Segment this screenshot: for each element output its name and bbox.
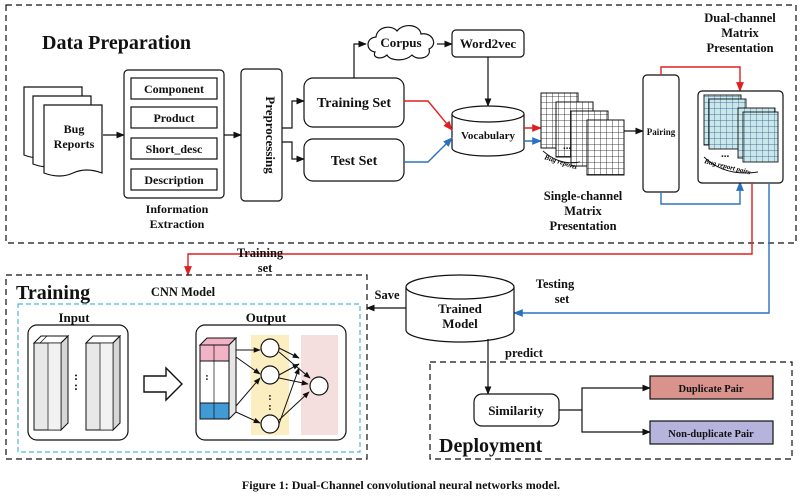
figure-caption: Figure 1: Dual-Channel convolutional neu… bbox=[242, 478, 560, 492]
information-extraction-label-1: Information bbox=[146, 202, 209, 216]
testing-set-flow-label-2: set bbox=[555, 292, 570, 306]
svg-text:Description: Description bbox=[144, 173, 204, 187]
blue-arrow-pairing-to-dual bbox=[660, 181, 744, 205]
red-arrow-training-set bbox=[184, 183, 753, 276]
svg-text::: : bbox=[74, 379, 78, 393]
output-node bbox=[309, 376, 329, 396]
predict-label: predict bbox=[505, 346, 544, 360]
svg-text:Product: Product bbox=[153, 111, 194, 125]
input-matrix-left bbox=[32, 334, 70, 432]
input-dots: : bbox=[74, 369, 78, 383]
field-component: Component bbox=[130, 77, 218, 100]
information-extraction-label-2: Extraction bbox=[150, 217, 205, 231]
svg-text::: : bbox=[268, 391, 272, 403]
svg-text:Corpus: Corpus bbox=[380, 35, 421, 50]
single-channel-label-3: Presentation bbox=[549, 219, 616, 233]
svg-text:Short_desc: Short_desc bbox=[146, 142, 203, 156]
dual-channel-label-1: Dual-channel bbox=[704, 11, 776, 25]
single-channel-label-1: Single-channel bbox=[544, 189, 623, 203]
bug-reports-stack: Bug Reports bbox=[23, 86, 103, 177]
deployment-panel bbox=[429, 361, 793, 460]
corpus-cloud: Corpus bbox=[367, 25, 435, 61]
svg-text::: : bbox=[205, 371, 209, 383]
preprocessing-box bbox=[240, 68, 283, 202]
arrow-to-training-set bbox=[282, 97, 305, 129]
input-label: Input bbox=[58, 310, 90, 325]
hidden-node bbox=[260, 338, 280, 358]
red-arrow-pairing-to-dual bbox=[660, 66, 744, 92]
trained-model-label-1: Trained bbox=[438, 301, 483, 316]
single-channel-label-2: Matrix bbox=[564, 204, 602, 218]
training-panel bbox=[5, 274, 368, 460]
save-label: Save bbox=[375, 288, 400, 302]
data-preparation-title: Data Preparation bbox=[42, 32, 191, 54]
blue-arrow-testing-set bbox=[513, 183, 770, 317]
pairing-label: Pairing bbox=[647, 127, 676, 137]
non-duplicate-pair-box bbox=[649, 420, 774, 445]
non-duplicate-pair-label: Non-duplicate Pair bbox=[668, 429, 754, 440]
field-product: Product bbox=[130, 106, 218, 129]
information-extraction-box bbox=[123, 69, 225, 199]
svg-text:Vocabulary: Vocabulary bbox=[461, 130, 515, 142]
bug-reports-label-1: Bug bbox=[64, 122, 85, 136]
bug-reports-label-2: Reports bbox=[54, 137, 95, 151]
transform-arrow-icon bbox=[143, 366, 183, 402]
deployment-title: Deployment bbox=[439, 435, 543, 457]
arrow-to-test-set bbox=[282, 141, 305, 163]
duplicate-pair-label: Duplicate Pair bbox=[678, 384, 743, 395]
training-set-flow-label-2: set bbox=[258, 261, 273, 275]
similarity-label: Similarity bbox=[488, 403, 544, 418]
training-set-label: Training Set bbox=[317, 96, 391, 111]
field-short-desc: Short_desc bbox=[130, 137, 218, 160]
trained-model-label-2: Model bbox=[442, 316, 478, 331]
arrow-to-corpus bbox=[353, 40, 367, 78]
output-label: Output bbox=[246, 310, 287, 325]
trained-model-database: Trained Model bbox=[405, 274, 515, 343]
dual-channel-label-2: Matrix bbox=[721, 26, 759, 40]
red-arrow-training-to-vocabulary bbox=[404, 100, 453, 131]
network-connections bbox=[235, 347, 311, 425]
word2vec-label: Word2vec bbox=[460, 36, 517, 51]
vocabulary-database: Vocabulary bbox=[451, 105, 525, 157]
single-channel-dots: ... bbox=[563, 140, 572, 152]
input-matrix-right bbox=[84, 334, 122, 432]
test-set-label: Test Set bbox=[331, 154, 378, 169]
single-channel-matrices: ... Bug reports bbox=[540, 92, 625, 176]
blue-arrow-test-to-vocabulary bbox=[404, 137, 453, 163]
test-set-box bbox=[303, 138, 405, 182]
hidden-node bbox=[260, 414, 280, 434]
field-description: Description bbox=[130, 168, 218, 191]
svg-text:Component: Component bbox=[144, 82, 204, 96]
training-set-flow-label-1: Training bbox=[237, 246, 284, 260]
training-title: Training bbox=[16, 282, 90, 304]
testing-set-flow-label-1: Testing bbox=[536, 277, 575, 291]
svg-text::: : bbox=[268, 401, 272, 413]
dual-channel-label-3: Presentation bbox=[706, 41, 773, 55]
cnn-model-panel bbox=[17, 303, 361, 453]
arrow-to-duplicate bbox=[559, 384, 651, 411]
duplicate-pair-box bbox=[649, 375, 774, 400]
dual-channel-dots: ... bbox=[721, 148, 730, 160]
preprocessing-label: Preprocessing bbox=[263, 96, 278, 174]
data-preparation-panel bbox=[5, 4, 797, 244]
arrow-to-non-duplicate bbox=[581, 410, 651, 436]
cnn-model-label: CNN Model bbox=[151, 285, 216, 299]
hidden-node bbox=[260, 365, 280, 385]
feature-map: : bbox=[198, 336, 238, 421]
